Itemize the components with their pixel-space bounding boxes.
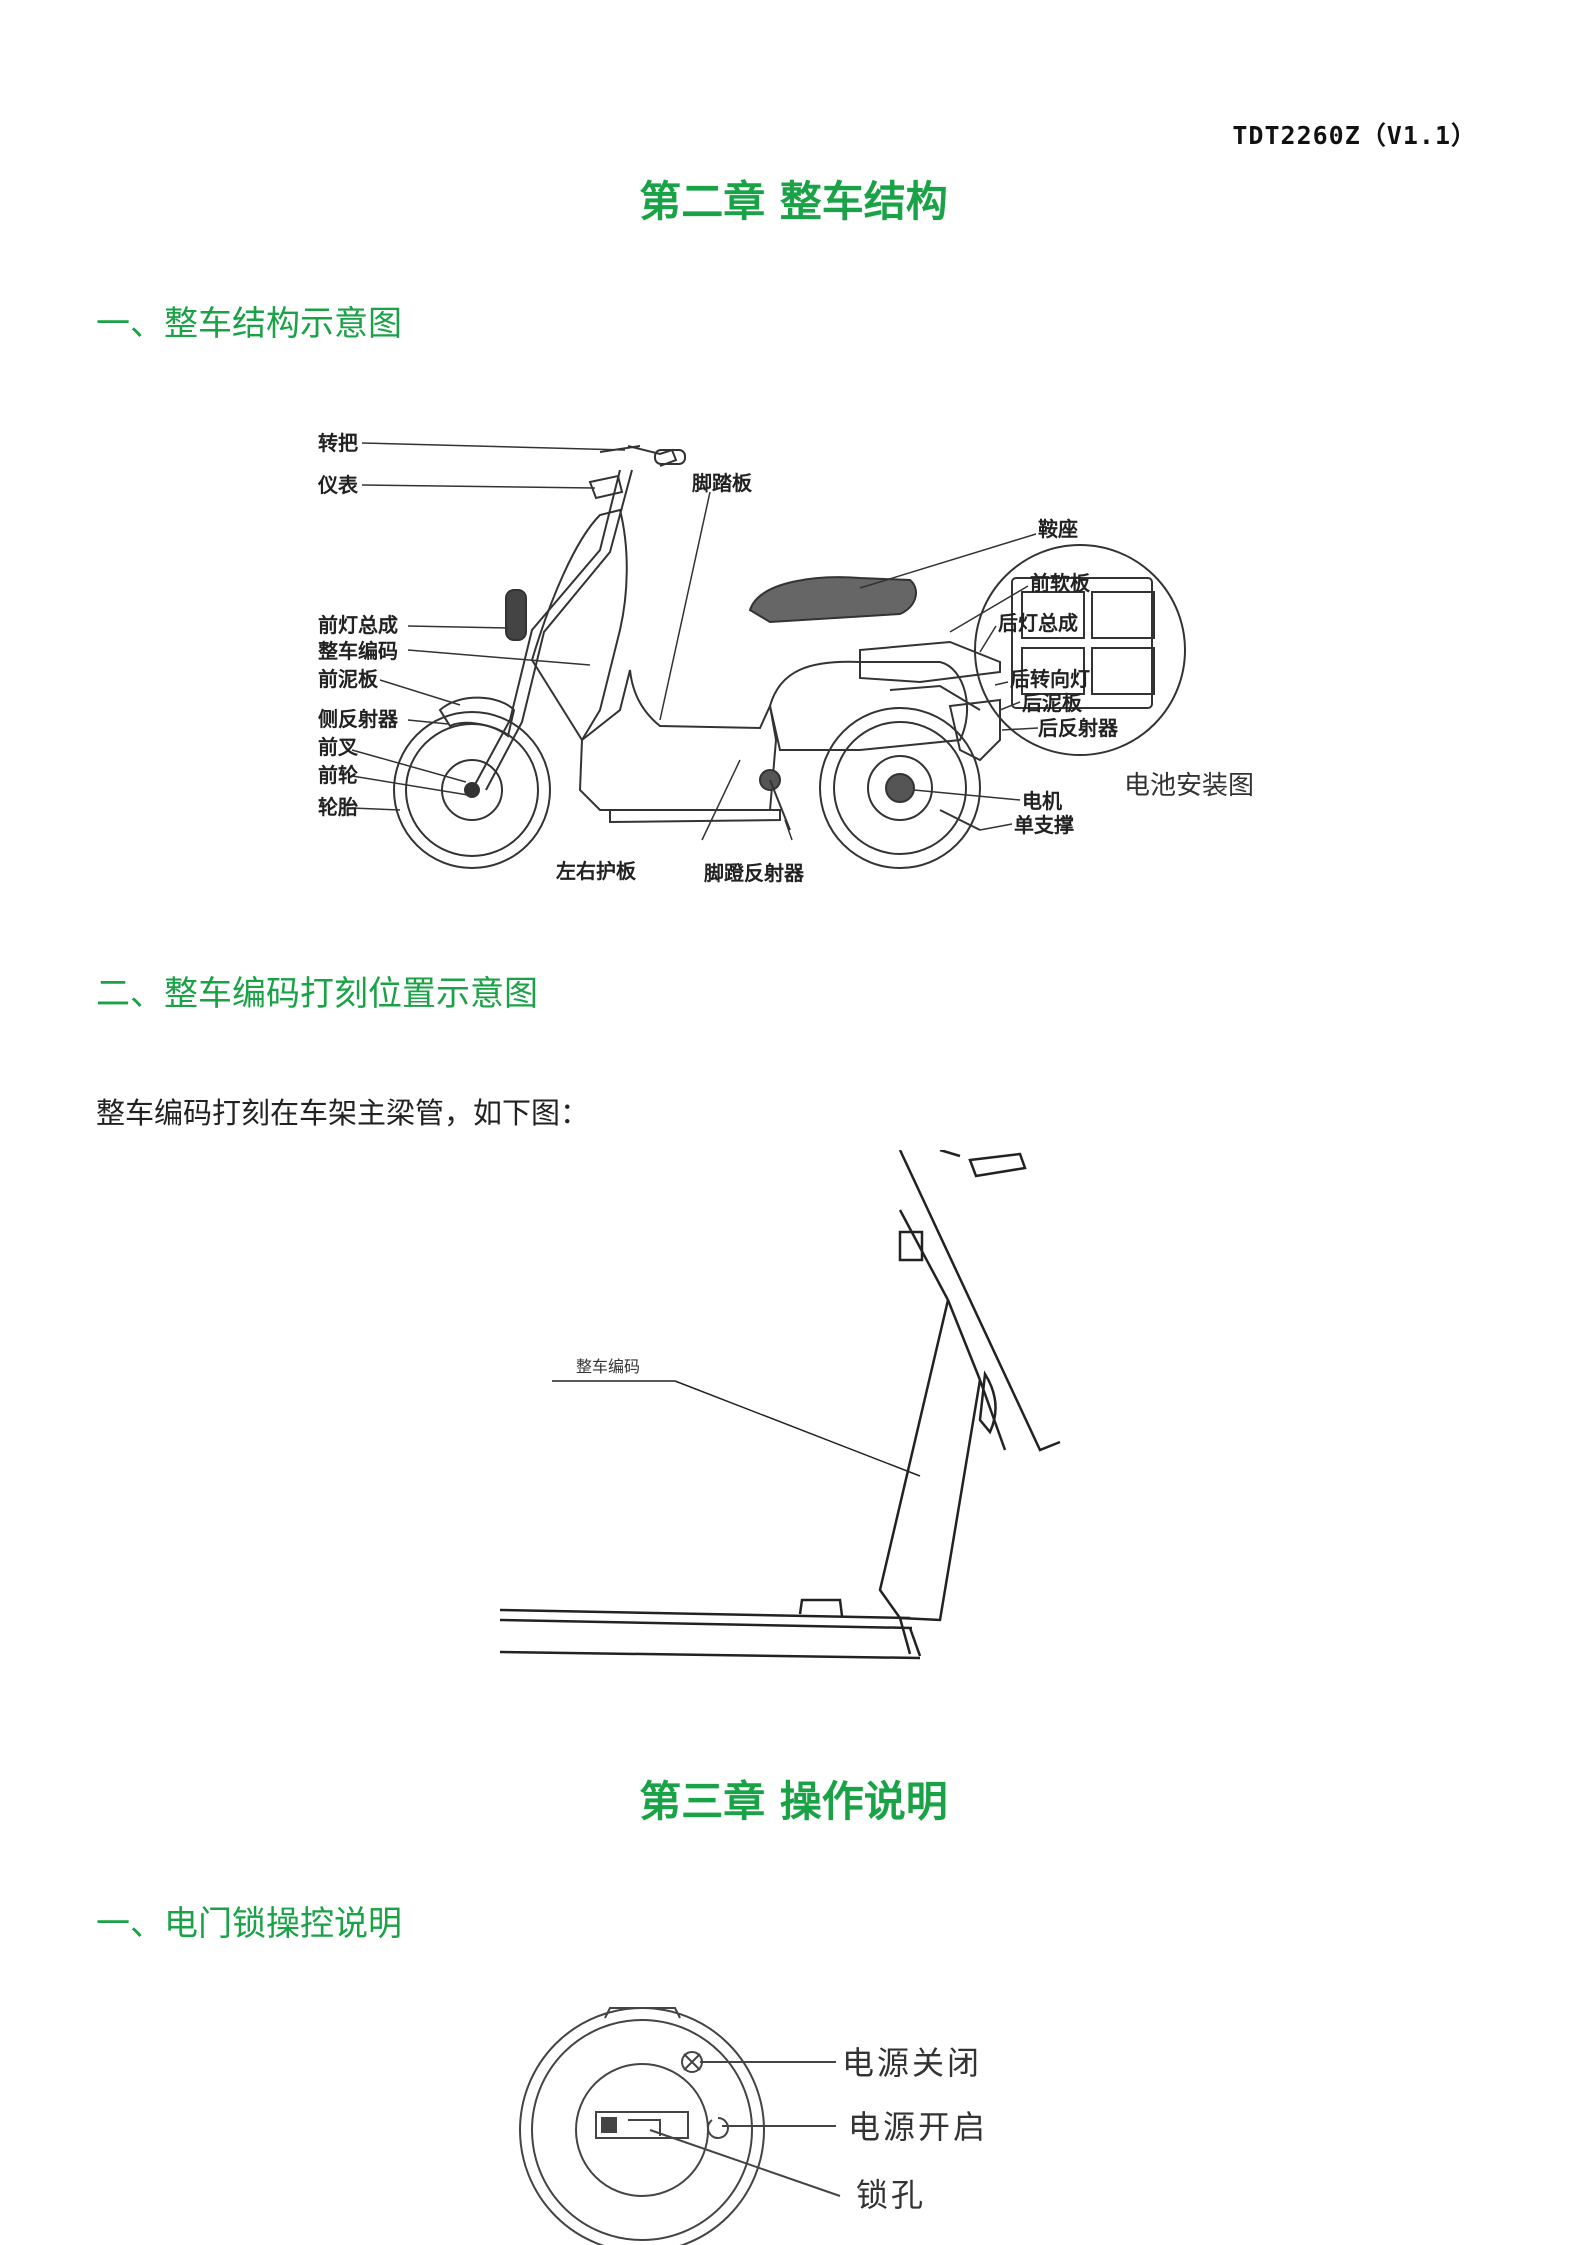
- scooter-structure-diagram: 转把 仪表 前灯总成 整车编码 前泥板 侧反射器 前叉 前轮 轮胎 脚踏板 左右…: [317, 431, 1254, 885]
- label-seat: 鞍座: [1038, 517, 1078, 541]
- section-vin-heading: 二、整车编码打刻位置示意图: [96, 974, 538, 1014]
- label-keyhole: 锁孔: [856, 2176, 926, 2214]
- label-vin: 整车编码: [317, 639, 398, 663]
- label-meter: 仪表: [317, 473, 359, 497]
- label-rear-light: 后灯总成: [998, 611, 1078, 635]
- label-side-reflector: 侧反射器: [318, 707, 399, 731]
- label-front-fork: 前叉: [318, 735, 359, 759]
- section-ignition-heading: 一、电门锁操控说明: [96, 1904, 402, 1944]
- front-wheel-shape: [393, 711, 551, 869]
- power-off-symbol: [681, 2051, 703, 2073]
- chapter-2-title: 第二章 整车结构: [639, 177, 948, 226]
- label-front-fender: 前泥板: [318, 667, 379, 691]
- label-rear-turn-light: 后转向灯: [1010, 667, 1090, 691]
- power-on-symbol: [707, 2117, 729, 2139]
- label-power-off: 电源关闭: [842, 2044, 982, 2082]
- label-handlebar: 转把: [318, 431, 358, 455]
- battery-cell: [1091, 647, 1155, 695]
- label-front-soft-board: 前软板: [1030, 571, 1091, 595]
- label-tire: 轮胎: [318, 795, 358, 819]
- label-rear-reflector: 后反射器: [1038, 716, 1119, 740]
- lock-outer-circle: [519, 2007, 765, 2245]
- label-motor: 电机: [1022, 789, 1062, 813]
- label-headlight: 前灯总成: [318, 613, 398, 637]
- document-id: TDT2260Z（V1.1）: [1232, 121, 1477, 150]
- keyhole-shape: [595, 2111, 689, 2139]
- rear-wheel-shape: [819, 707, 981, 869]
- label-footboard: 脚踏板: [692, 471, 753, 495]
- frame-label-vin: 整车编码: [576, 1357, 640, 1376]
- label-pedal-reflector: 脚蹬反射器: [704, 861, 805, 885]
- battery-inset-circle: [974, 544, 1186, 756]
- section-structure-heading: 一、整车结构示意图: [96, 304, 402, 344]
- label-power-on: 电源开启: [848, 2108, 988, 2146]
- battery-cell: [1021, 647, 1085, 695]
- label-side-guard: 左右护板: [556, 859, 637, 883]
- label-rear-fender: 后泥板: [1022, 691, 1083, 715]
- frame-vin-diagram: 整车编码: [500, 1150, 1061, 1660]
- vin-paragraph: 整车编码打刻在车架主梁管，如下图：: [96, 1096, 590, 1130]
- label-battery-diagram: 电池安装图: [1124, 771, 1254, 801]
- battery-cell: [1021, 591, 1085, 639]
- battery-cell: [1091, 591, 1155, 639]
- label-front-wheel: 前轮: [318, 763, 358, 787]
- ignition-lock-diagram: 电源关闭 电源开启 锁孔: [519, 2007, 988, 2245]
- label-single-stand: 单支撑: [1014, 813, 1074, 837]
- chapter-3-title: 第三章 操作说明: [639, 1777, 948, 1826]
